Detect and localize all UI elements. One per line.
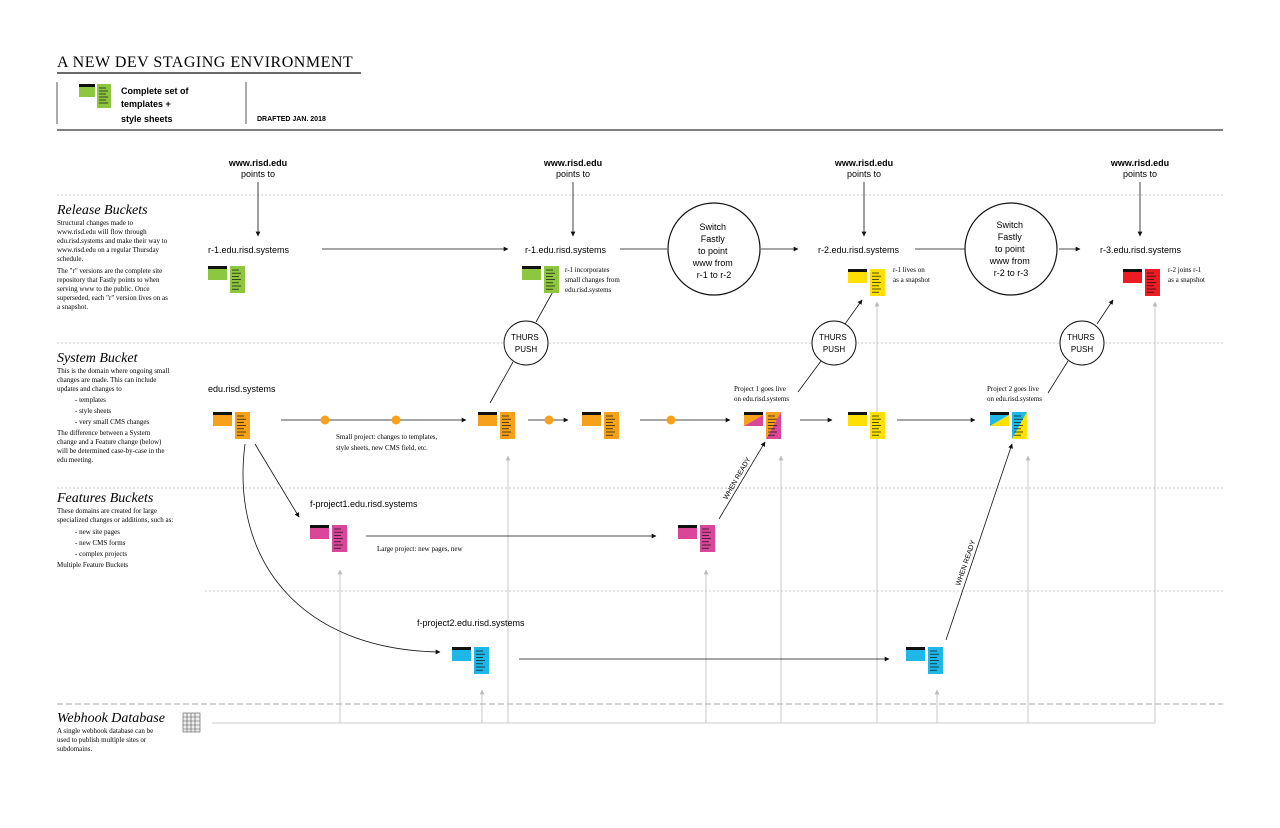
- page-title: A NEW DEV STAGING ENVIRONMENT: [57, 54, 353, 71]
- svg-text:THURS PUSH: THURS PUSH: [819, 333, 849, 354]
- www-label-sub: points to: [1123, 169, 1157, 179]
- merge-arrow: [718, 441, 766, 520]
- legend-text: Complete set of templates + style sheets: [121, 86, 191, 124]
- www-label-sub: points to: [556, 169, 590, 179]
- domain-label-fp2: f-project2.edu.risd.systems: [417, 618, 525, 628]
- switch-fastly-circle: [964, 202, 1058, 296]
- domain-label-fp1: f-project1.edu.risd.systems: [310, 499, 418, 509]
- legend-line: templates +: [121, 99, 171, 109]
- bundle-icon: [848, 269, 885, 296]
- bundle-icon: [522, 266, 559, 293]
- drafted-date: DRAFTED JAN. 2018: [257, 116, 326, 123]
- bundle-icon: [213, 412, 250, 439]
- commit-dot: [666, 415, 676, 425]
- bundle-icon: [1123, 269, 1160, 296]
- webhook-description: A single webhook database can be used to…: [57, 727, 155, 753]
- commit-dot: [320, 415, 330, 425]
- bundle-icon: [990, 412, 1027, 439]
- section-heading-release: Release Buckets: [56, 203, 148, 218]
- release-description: Structural changes made to www.risd.edu …: [57, 219, 170, 311]
- www-label-sub: points to: [241, 169, 275, 179]
- bundle-icon: [452, 647, 489, 674]
- bundle-icon: [478, 412, 515, 439]
- www-label: www.risd.edu: [228, 158, 287, 168]
- svg-text:THURS PUSH: THURS PUSH: [511, 333, 541, 354]
- domain-label-r2: r-2.edu.risd.systems: [818, 245, 900, 255]
- bundle-icon: [208, 266, 245, 293]
- section-heading-system: System Bucket: [57, 351, 139, 366]
- www-label-sub: points to: [847, 169, 881, 179]
- arrow: [535, 287, 556, 323]
- thurs-push-circle: THURS PUSH: [811, 320, 857, 366]
- legend-line: Complete set of: [121, 86, 190, 96]
- arrow: [1096, 299, 1114, 325]
- database-grid-icon: [182, 712, 201, 733]
- branch-arrow: [254, 443, 300, 518]
- bundle-icon: [906, 647, 943, 674]
- note-large-project: Large project: new pages, new: [377, 545, 464, 553]
- domain-label-r1: r-1.edu.risd.systems: [525, 245, 607, 255]
- section-heading-webhook: Webhook Database: [57, 711, 165, 726]
- www-label: www.risd.edu: [834, 158, 893, 168]
- legend-bundle-icon: [79, 84, 111, 108]
- arrow: [1047, 360, 1069, 394]
- note-r2-snapshot: r-2 joins r-1 as a snapshot: [1168, 266, 1205, 284]
- thurs-push-circle: THURS PUSH: [503, 320, 549, 366]
- features-description: These domains are created for large spec…: [57, 507, 175, 569]
- note-r1-incorporates: r-1 incorporates small changes from edu.…: [565, 266, 622, 294]
- section-heading-features: Features Buckets: [56, 491, 154, 506]
- bundle-icon: [678, 525, 715, 552]
- www-label: www.risd.edu: [1110, 158, 1169, 168]
- bundle-icon: [582, 412, 619, 439]
- arrow: [489, 361, 514, 404]
- bundle-icon: [744, 412, 781, 439]
- www-label: www.risd.edu: [543, 158, 602, 168]
- note-r1-snapshot: r-1 lives on as a snapshot: [893, 266, 930, 284]
- commit-dot: [544, 415, 554, 425]
- domain-label-r1: r-1.edu.risd.systems: [208, 245, 290, 255]
- bundle-icons: [208, 266, 1160, 674]
- bundle-icon: [310, 525, 347, 552]
- arrow: [844, 299, 863, 325]
- svg-text:THURS PUSH: THURS PUSH: [1067, 333, 1097, 354]
- system-description: This is the domain where ongoing small c…: [57, 367, 171, 464]
- note-project2-live: Project 2 goes live on edu.risd.systems: [987, 385, 1042, 403]
- domain-label-r3: r-3.edu.risd.systems: [1100, 245, 1182, 255]
- legend-line: style sheets: [121, 114, 173, 124]
- arrow: [797, 360, 822, 393]
- domain-label-edu: edu.risd.systems: [208, 384, 276, 394]
- note-project1-live: Project 1 goes live on edu.risd.systems: [734, 385, 789, 403]
- bundle-icon: [848, 412, 885, 439]
- note-small-project: Small project: changes to templates, sty…: [336, 433, 439, 452]
- switch-fastly-circle: [667, 202, 761, 296]
- switch-fastly-text: Switch Fastly to point www from r-2 to r…: [989, 220, 1033, 278]
- thurs-push-circle: THURS PUSH: [1059, 320, 1105, 366]
- commit-dot: [391, 415, 401, 425]
- switch-fastly-text: Switch Fastly to point www from r-1 to r…: [692, 222, 736, 280]
- when-ready-label: WHEN READY: [723, 456, 753, 501]
- merge-arrow: [945, 443, 1013, 641]
- branch-arrow: [242, 443, 441, 655]
